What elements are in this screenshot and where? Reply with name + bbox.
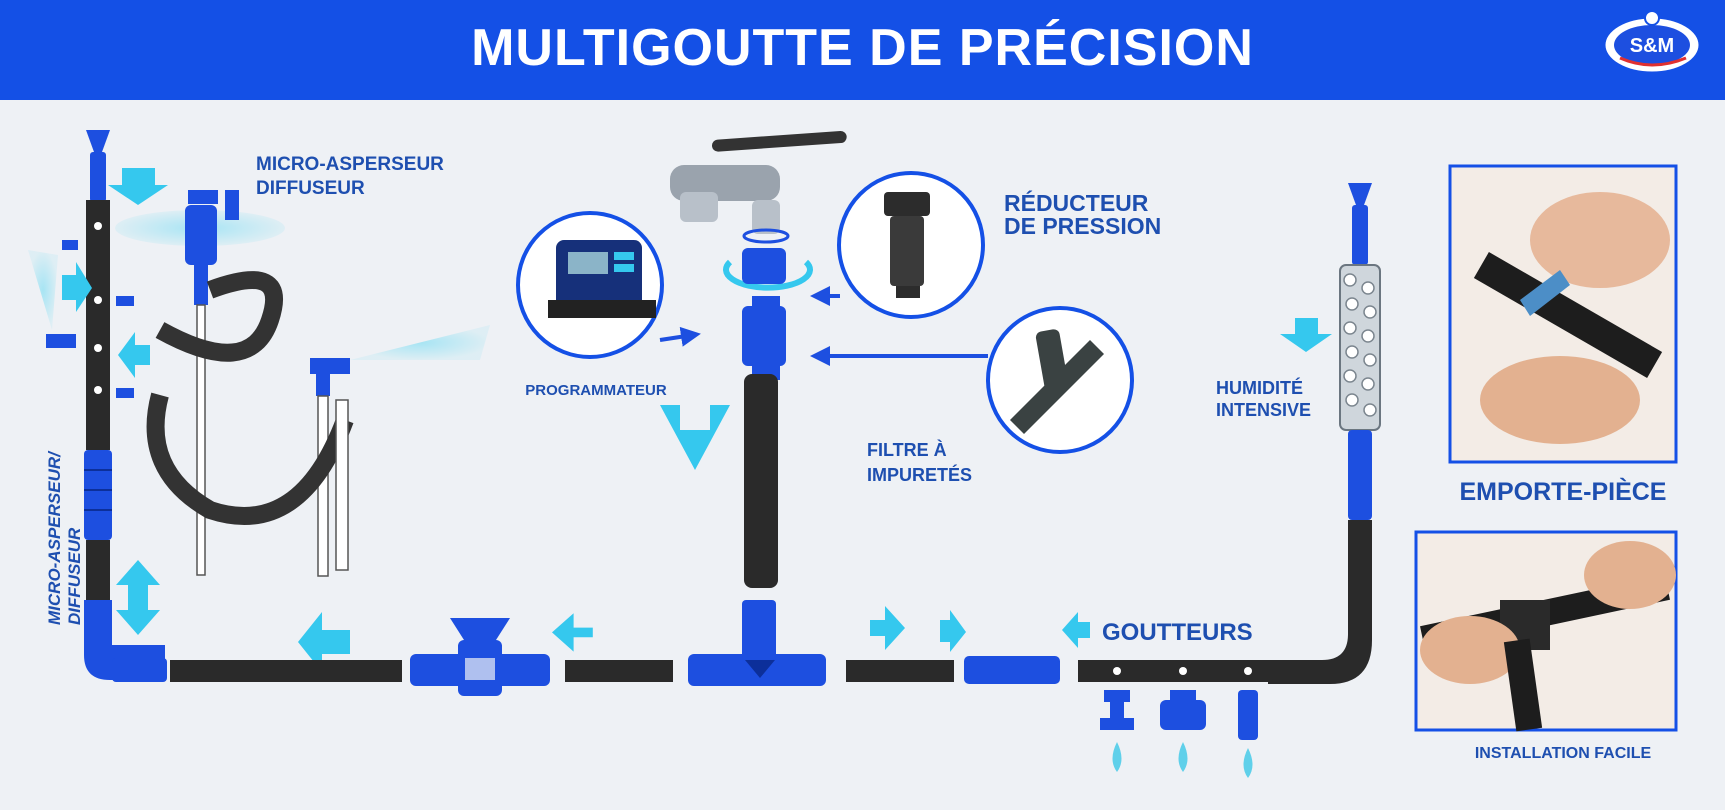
easy-install-label: INSTALLATION FACILE — [1475, 745, 1652, 762]
easy-install-photo — [1414, 530, 1678, 732]
punch-tool-photo — [1448, 164, 1678, 464]
micro-sprinkler-label-line2: DIFFUSEUR — [256, 178, 365, 199]
flow-arrows-left — [62, 168, 350, 672]
reducer-label-line1: RÉDUCTEUR — [1004, 189, 1149, 216]
tap-assembly — [670, 131, 847, 588]
micro-sprinkler-side-label: MICRO-ASPERSEUR/ DIFFUSEUR — [45, 450, 84, 625]
drippers — [1100, 690, 1258, 778]
micro-sprinkler-side-line2: DIFFUSEUR — [65, 527, 84, 625]
header-bar: MULTIGOUTTE DE PRÉCISION — [0, 0, 1725, 100]
drippers-label: GOUTTEURS — [1102, 619, 1253, 646]
micro-diffuser — [146, 325, 490, 577]
intensive-humidity-pipe — [1339, 183, 1381, 520]
main-horizontal-pipe — [112, 520, 1372, 696]
flow-arrows-bottom — [552, 318, 1332, 652]
micro-sprinkler-label-line1: MICRO-ASPERSEUR — [256, 154, 444, 175]
page-title: MULTIGOUTTE DE PRÉCISION — [471, 19, 1254, 77]
filter-label-line1: FILTRE À — [867, 439, 947, 460]
impurity-filter — [810, 306, 1134, 454]
humidity-label-line1: HUMIDITÉ — [1216, 377, 1303, 398]
humidity-label-line2: INTENSIVE — [1216, 400, 1311, 420]
micro-sprinkler-head — [115, 190, 285, 576]
filter-label-line2: IMPURETÉS — [867, 464, 972, 485]
micro-sprinkler-side-line1: MICRO-ASPERSEUR/ — [45, 450, 64, 625]
logo-text: S&M — [1630, 35, 1674, 57]
reducer-label-line2: DE PRESSION — [1004, 213, 1161, 239]
logo: S&M — [1602, 10, 1702, 75]
programmer-label: PROGRAMMATEUR — [525, 382, 667, 399]
punch-tool-label: EMPORTE-PIÈCE — [1460, 477, 1667, 506]
timer-programmer — [516, 211, 701, 359]
pressure-reducer — [810, 171, 985, 319]
